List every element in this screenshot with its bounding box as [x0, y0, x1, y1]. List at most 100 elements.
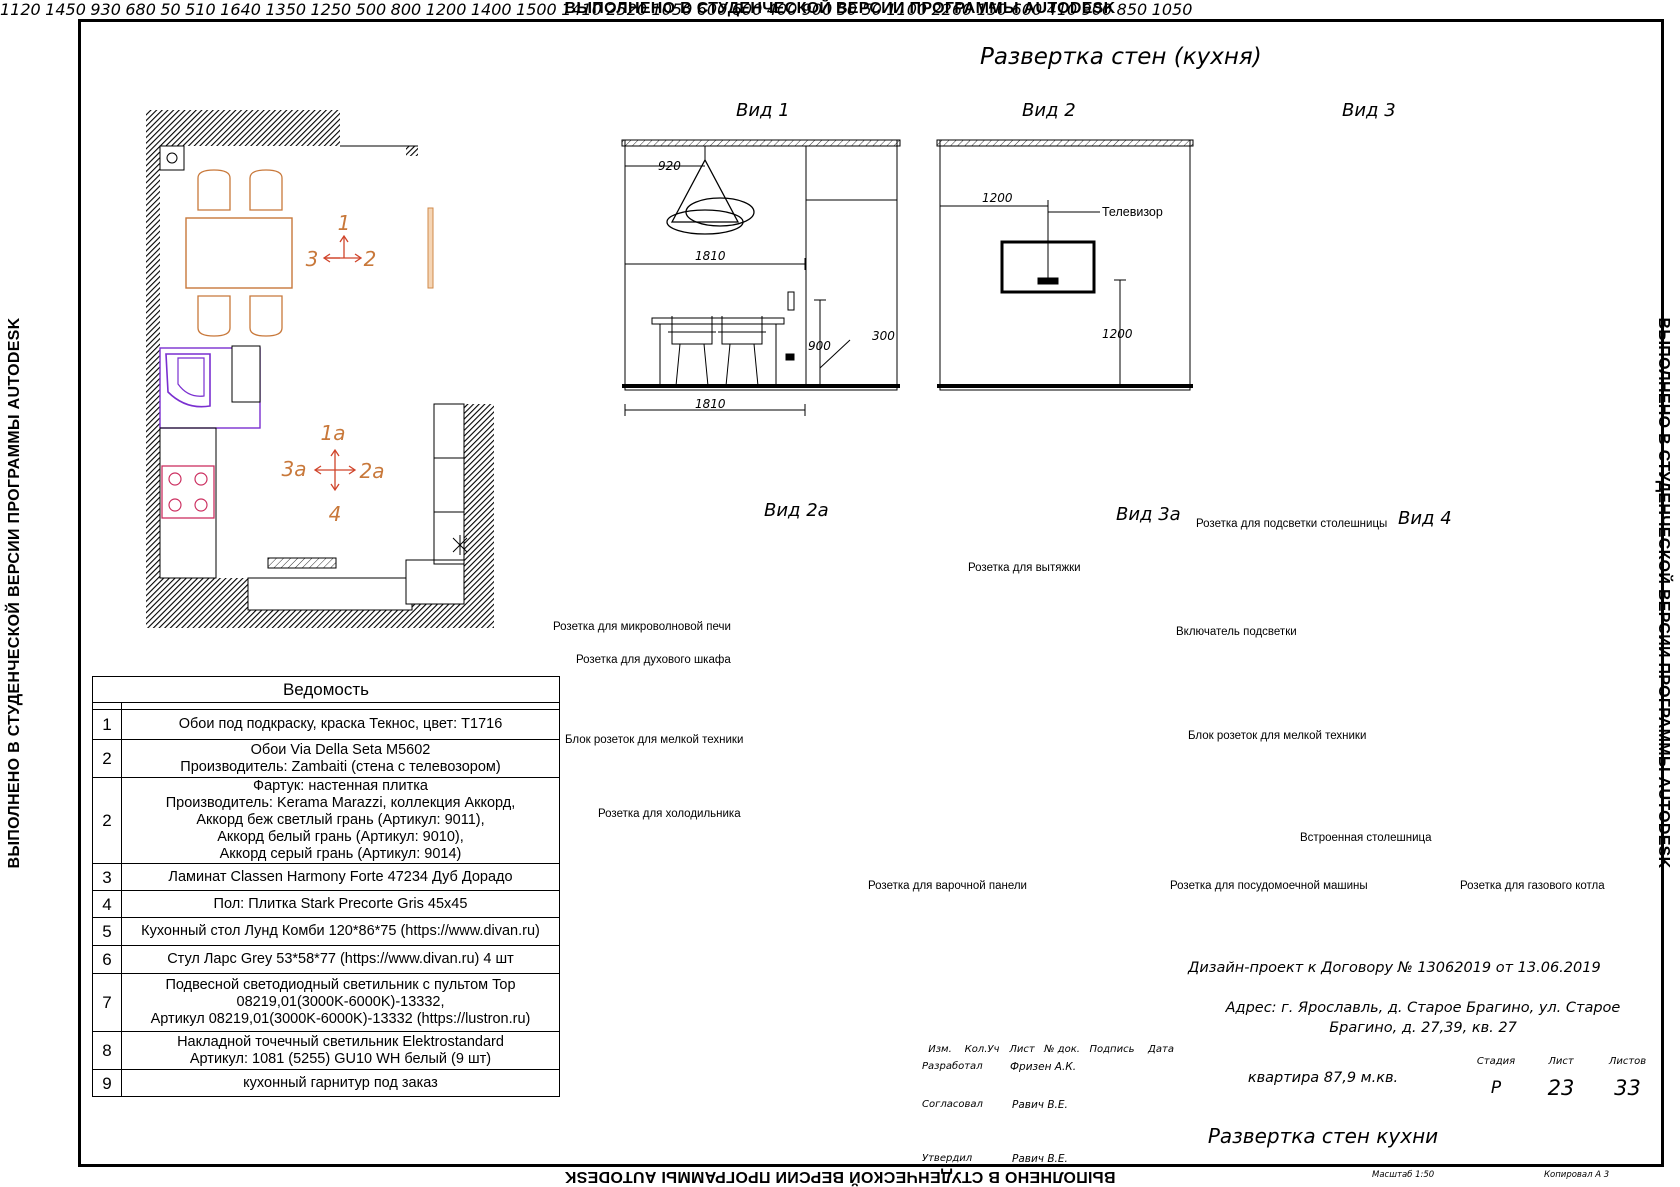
v3a-dim-2260: 2260 — [931, 0, 973, 19]
plan-mark-3: 3 — [306, 247, 319, 271]
stamp-utverd-label: Утвердил — [922, 1153, 973, 1164]
stamp-hdr-ndok: № док. — [1044, 1044, 1080, 1055]
stamp-project: Дизайн-проект к Договору № 13062019 от 1… — [1188, 960, 1601, 976]
v3a-dim-1500: 1500 — [516, 0, 557, 19]
note-hob-socket: Розетка для варочной панели — [868, 880, 1027, 892]
v3a-dim-1400: 1400 — [470, 0, 512, 19]
stamp-list-value: 23 — [1547, 1076, 1575, 1100]
stamp-soglas-name: Равич В.Е. — [1012, 1099, 1068, 1111]
note-oven-socket: Розетка для духового шкафа — [576, 654, 731, 666]
view-3-title: Вид 3 — [1342, 100, 1396, 121]
v4-dim-150: 150 — [976, 0, 1008, 19]
stamp-hdr-izm: Изм. — [928, 1044, 952, 1055]
plan-mark-2: 2 — [364, 247, 377, 271]
v1-dim-1810-top: 1810 — [695, 249, 726, 263]
v3a-dim-500: 500 — [355, 0, 387, 19]
note-hood-socket: Розетка для вытяжки — [968, 562, 1081, 574]
sheet-frame — [78, 19, 1664, 1167]
stamp-object: квартира 87,9 м.кв. — [1247, 1070, 1399, 1086]
vedomost-title: Ведомость — [92, 676, 560, 703]
v3a-dim-1250: 1250 — [310, 0, 352, 19]
v3a-dim-800: 800 — [390, 0, 422, 19]
note-tv: Телевизор — [1102, 205, 1163, 219]
plan-mark-1a: 1а — [321, 421, 346, 445]
v3a-dim-900: 900 — [801, 0, 833, 19]
v4-dim-410: 410 — [1046, 0, 1078, 19]
v4-dim-850: 850 — [1116, 0, 1148, 19]
note-microwave-socket: Розетка для микроволновой печи — [553, 621, 731, 633]
note-gas-boiler-socket: Розетка для газового котла — [1460, 880, 1605, 892]
stamp-format: Копировал А 3 — [1544, 1170, 1610, 1180]
stamp-hdr-podpis: Подпись — [1089, 1044, 1135, 1055]
stamp-address-line1: Адрес: г. Ярославль, д. Старое Брагино, … — [1225, 1000, 1621, 1016]
v3a-dim-600-a: 600 — [696, 0, 728, 19]
note-builtin-countertop: Встроенная столешница — [1300, 832, 1432, 844]
stamp-razrab-name: Фризен А.К. — [1010, 1061, 1077, 1073]
v3a-dim-50-b: 50 — [861, 0, 882, 19]
v3a-dim-1050: 1050 — [651, 0, 693, 19]
v4-dim-900: 900 — [1081, 0, 1113, 19]
plan-mark-3a: 3а — [282, 457, 307, 481]
v3a-dim-600-b: 600 — [731, 0, 763, 19]
v2a-dim-1450: 1450 — [45, 0, 86, 19]
v3a-dim-1350: 1350 — [265, 0, 307, 19]
stamp-listov-value: 33 — [1614, 1076, 1641, 1100]
note-light-switch: Включатель подсветки — [1176, 626, 1297, 638]
v3a-dim-1200: 1200 — [425, 0, 467, 19]
view-2a-title: Вид 2а — [764, 500, 829, 521]
v2a-dim-50: 50 — [160, 0, 181, 19]
v1-dim-300: 300 — [872, 329, 895, 343]
view-4-title: Вид 4 — [1398, 508, 1452, 529]
plan-mark-4: 4 — [329, 502, 342, 526]
view-2-drawing — [936, 139, 1194, 391]
v3a-dim-400: 400 — [766, 0, 798, 19]
student-version-banner-top: ВЫПОЛНЕНО В СТУДЕНЧЕСКОЙ ВЕРСИИ ПРОГРАММ… — [564, 0, 1116, 17]
stamp-hdr-data: Дата — [1148, 1044, 1174, 1055]
view-3a-title: Вид 3а — [1116, 504, 1181, 525]
note-fridge-socket: Розетка для холодильника — [598, 808, 741, 820]
v3a-dim-50-a: 50 — [836, 0, 858, 19]
v3-dim-1120: 1120 — [0, 0, 41, 19]
v3a-dim-2520: 2520 — [606, 0, 648, 19]
note-dishwasher-socket: Розетка для посудомоечной машины — [1170, 880, 1368, 892]
view-1-drawing — [621, 139, 901, 416]
v2a-dim-510: 510 — [185, 0, 216, 19]
v2a-dim-680: 680 — [125, 0, 156, 19]
view-1-title: Вид 1 — [736, 100, 790, 121]
view-2-title: Вид 2 — [1022, 100, 1076, 121]
floor-plan — [146, 110, 494, 628]
note-small-appliance-block-2a: Блок розеток для мелкой техники — [565, 734, 744, 746]
stamp-drawing-name: Развертка стен кухни — [1207, 1124, 1439, 1148]
stamp-scale: Масштаб 1:50 — [1372, 1170, 1435, 1180]
v2a-dim-1640: 1640 — [220, 0, 261, 19]
plan-mark-2a: 2а — [360, 459, 385, 483]
v3a-dim-1410: 1410 — [561, 0, 602, 19]
v3a-dim-1100: 1100 — [886, 0, 928, 19]
v1-dim-900: 900 — [808, 339, 831, 353]
stamp-hdr-kol: Кол.Уч — [964, 1044, 1000, 1055]
v2-dim-1200-vertical: 1200 — [1102, 327, 1133, 341]
v4-dim-600: 600 — [1011, 0, 1043, 19]
note-countertop-light-socket: Розетка для подсветки столешницы — [1196, 518, 1388, 530]
stamp-address-line2: Брагино, д. 27,39, кв. 27 — [1329, 1020, 1517, 1036]
stamp-listov-header: Листов — [1608, 1056, 1647, 1067]
note-small-appliance-block-3a: Блок розеток для мелкой техники — [1188, 730, 1367, 742]
stamp-soglas-label: Согласовал — [922, 1099, 983, 1110]
stamp-list-header: Лист — [1548, 1056, 1574, 1067]
v4-dim-1050: 1050 — [1151, 0, 1193, 19]
v2-dim-1200-horizontal: 1200 — [982, 191, 1013, 205]
stamp-razrab-label: Разработал — [922, 1061, 983, 1072]
stamp-stadia-value: Р — [1490, 1078, 1502, 1098]
